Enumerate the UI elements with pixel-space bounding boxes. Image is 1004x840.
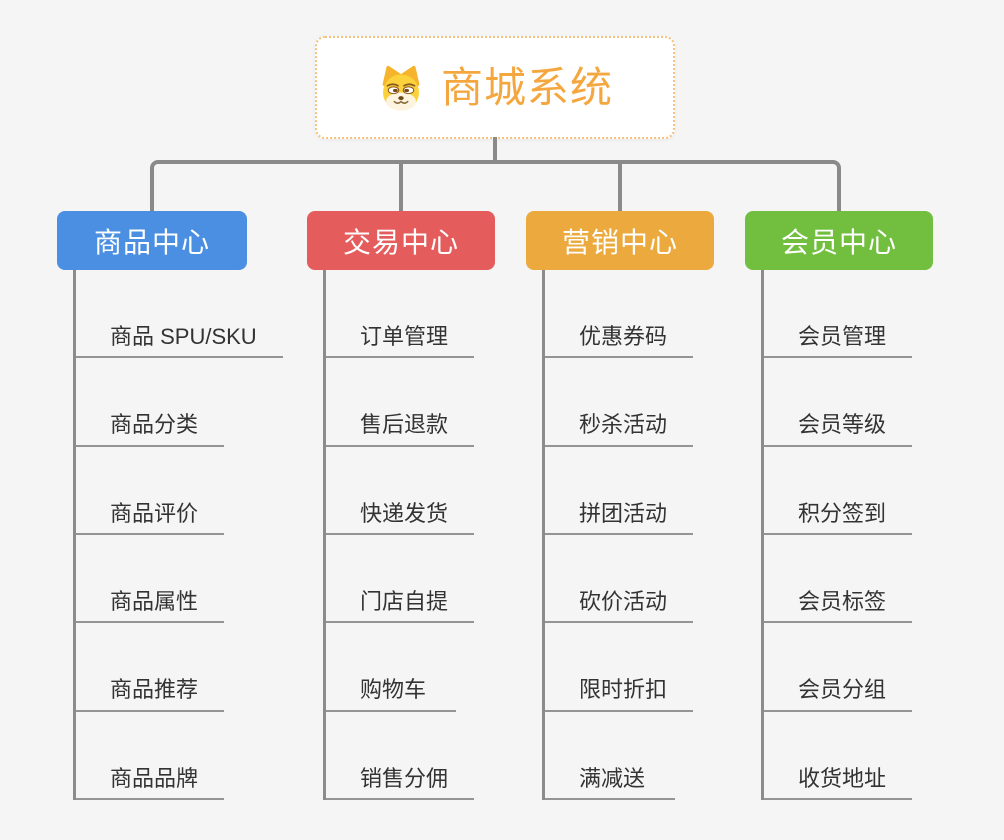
connector-bus xyxy=(150,160,841,211)
leaf-label: 会员管理 xyxy=(798,324,887,350)
leaf-label: 售后退款 xyxy=(360,412,449,438)
leaf-node[interactable]: 商品分类 xyxy=(76,358,225,447)
branch-node-member-center[interactable]: 会员中心 xyxy=(745,211,933,270)
leaf-node[interactable]: 商品推荐 xyxy=(76,623,225,712)
branch-children-product-center: 商品 SPU/SKU 商品分类 商品评价 商品属性 商品推荐 商品品牌 xyxy=(73,270,283,800)
leaf-node[interactable]: 砍价活动 xyxy=(545,535,694,624)
leaf-node[interactable]: 商品品牌 xyxy=(76,712,225,800)
leaf-label: 砍价活动 xyxy=(579,589,668,615)
branch-label: 会员中心 xyxy=(780,226,897,258)
leaf-node[interactable]: 购物车 xyxy=(326,623,456,712)
leaf-label: 积分签到 xyxy=(798,500,887,526)
branch-children-member-center: 会员管理 会员等级 积分签到 会员标签 会员分组 收货地址 xyxy=(761,270,913,800)
leaf-label: 快递发货 xyxy=(360,500,449,526)
leaf-node[interactable]: 会员分组 xyxy=(764,623,913,712)
leaf-label: 秒杀活动 xyxy=(579,412,668,438)
leaf-node[interactable]: 会员标签 xyxy=(764,535,913,624)
root-label: 商城系统 xyxy=(440,63,613,111)
leaf-node[interactable]: 积分签到 xyxy=(764,447,913,535)
branch-label: 营销中心 xyxy=(561,226,678,258)
root-node[interactable]: 商城系统 xyxy=(315,36,675,139)
leaf-node[interactable]: 拼团活动 xyxy=(545,447,694,535)
leaf-node[interactable]: 优惠券码 xyxy=(545,270,694,359)
branch-node-trade-center[interactable]: 交易中心 xyxy=(307,211,495,270)
leaf-node[interactable]: 会员管理 xyxy=(764,270,913,359)
leaf-label: 满减送 xyxy=(579,765,646,791)
leaf-label: 商品分类 xyxy=(110,412,199,438)
leaf-label: 门店自提 xyxy=(360,589,449,615)
leaf-node[interactable]: 收货地址 xyxy=(764,712,913,800)
leaf-label: 拼团活动 xyxy=(579,500,668,526)
leaf-label: 优惠券码 xyxy=(579,324,668,350)
leaf-node[interactable]: 秒杀活动 xyxy=(545,358,694,447)
connector-root-stem xyxy=(493,137,497,164)
branch-node-product-center[interactable]: 商品中心 xyxy=(57,211,247,270)
leaf-label: 商品属性 xyxy=(110,589,199,615)
leaf-label: 限时折扣 xyxy=(579,677,668,703)
leaf-node[interactable]: 门店自提 xyxy=(326,535,475,624)
connector-drop-branch-2 xyxy=(399,162,403,211)
leaf-label: 购物车 xyxy=(360,677,427,703)
dog-face-icon xyxy=(382,65,420,110)
branch-label: 交易中心 xyxy=(342,226,459,258)
leaf-label: 会员等级 xyxy=(798,412,887,438)
leaf-node[interactable]: 售后退款 xyxy=(326,358,475,447)
leaf-label: 会员标签 xyxy=(798,589,887,615)
leaf-node[interactable]: 销售分佣 xyxy=(326,712,475,800)
leaf-label: 商品评价 xyxy=(110,500,199,526)
branch-children-marketing-center: 优惠券码 秒杀活动 拼团活动 砍价活动 限时折扣 满减送 xyxy=(542,270,694,800)
leaf-node[interactable]: 会员等级 xyxy=(764,358,913,447)
leaf-node[interactable]: 商品评价 xyxy=(76,447,225,535)
leaf-label: 会员分组 xyxy=(798,677,887,703)
leaf-node[interactable]: 限时折扣 xyxy=(545,623,694,712)
branch-children-trade-center: 订单管理 售后退款 快递发货 门店自提 购物车 销售分佣 xyxy=(323,270,475,800)
branch-node-marketing-center[interactable]: 营销中心 xyxy=(526,211,714,270)
leaf-node[interactable]: 订单管理 xyxy=(326,270,475,359)
leaf-label: 销售分佣 xyxy=(360,765,449,791)
leaf-node[interactable]: 快递发货 xyxy=(326,447,475,535)
branch-label: 商品中心 xyxy=(93,226,210,258)
leaf-label: 商品品牌 xyxy=(110,765,199,791)
leaf-label: 商品 SPU/SKU xyxy=(110,324,257,350)
leaf-label: 订单管理 xyxy=(360,324,449,350)
leaf-label: 收货地址 xyxy=(798,765,887,791)
leaf-node[interactable]: 商品 SPU/SKU xyxy=(76,270,283,359)
leaf-node[interactable]: 满减送 xyxy=(545,712,675,800)
leaf-node[interactable]: 商品属性 xyxy=(76,535,225,624)
leaf-label: 商品推荐 xyxy=(110,677,199,703)
connector-drop-branch-3 xyxy=(618,162,622,211)
